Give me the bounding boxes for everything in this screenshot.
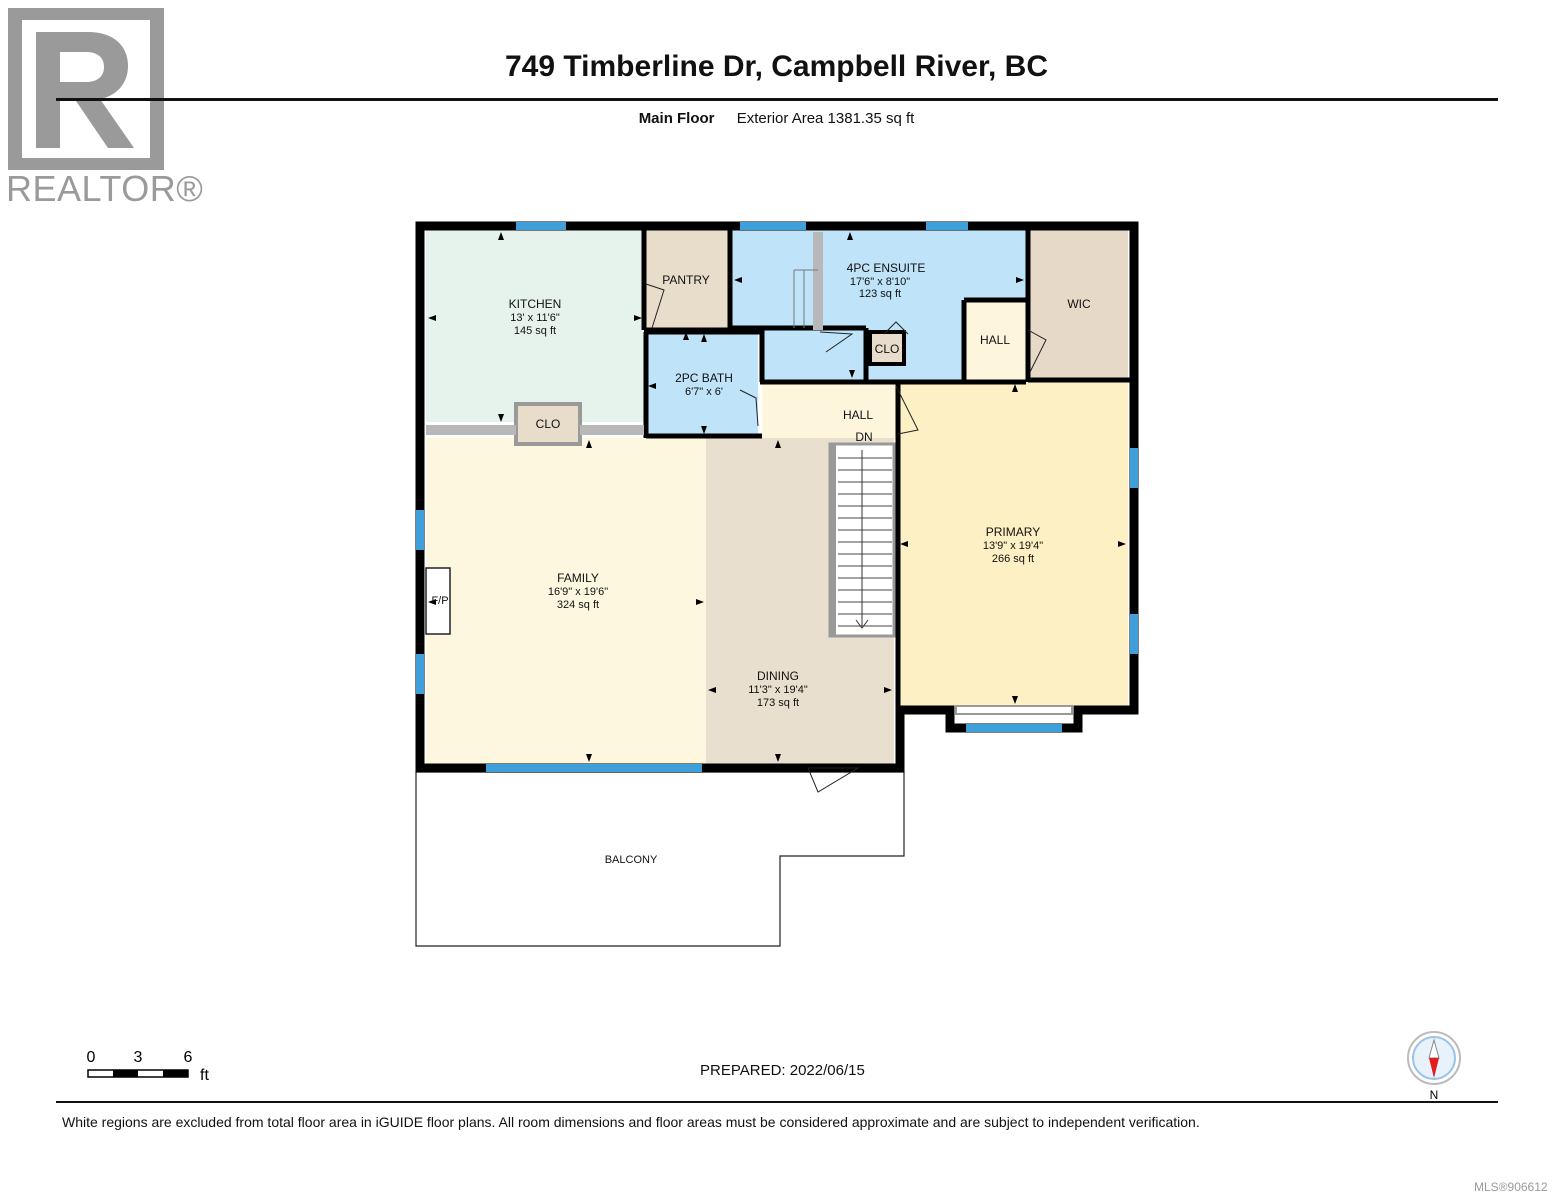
dimension-arrow (701, 426, 707, 434)
room-bath2 (648, 334, 758, 436)
balcony-label: BALCONY (605, 854, 658, 866)
kitchen-dims: 13' x 11'6" (510, 312, 560, 324)
primary-area: 266 sq ft (992, 553, 1034, 565)
closet-kitchen (514, 402, 582, 446)
dimension-arrow (428, 599, 436, 605)
dimension-arrow (734, 277, 742, 283)
fireplace-label: F/P (431, 595, 448, 607)
dimension-arrow (900, 541, 908, 547)
dimension-arrows (428, 232, 1126, 762)
family-dims: 16'9" x 19'6" (548, 586, 608, 598)
scale-unit: ft (200, 1067, 209, 1084)
room-kitchen (426, 230, 644, 422)
dimension-arrow (1118, 541, 1126, 547)
kitchen-label: KITCHEN (509, 297, 562, 311)
hall-upper-label: HALL (980, 333, 1010, 347)
balcony-area (415, 771, 905, 947)
fireplace (425, 567, 451, 635)
kitchen-area: 145 sq ft (514, 325, 556, 337)
dimension-arrow (498, 232, 504, 240)
dimension-arrow (428, 315, 436, 321)
floor-name: Main Floor (638, 110, 715, 127)
exterior-area: Exterior Area 1381.35 sq ft (736, 110, 915, 127)
closet-kitchen-label: CLO (536, 417, 561, 431)
compass-north-label: N (1430, 1088, 1439, 1102)
closet-ensuite (868, 330, 906, 366)
bath2-dims: 6'7" x 6' (685, 386, 723, 398)
dimension-arrow (634, 315, 642, 321)
page-title: 749 Timberline Dr, Campbell River, BC (505, 50, 1048, 83)
floor-plan: KITCHEN 13' x 11'6" 145 sq ft PANTRY 4PC… (415, 221, 1139, 947)
floor-subtitle: Main Floor Exterior Area 1381.35 sq ft (0, 110, 1553, 127)
dimension-arrow (701, 334, 707, 342)
dimension-arrow (1016, 277, 1024, 283)
mls-number: MLS®906612 (1474, 1180, 1548, 1194)
realtor-logo-text: REALTOR® (6, 168, 204, 209)
room-pantry (646, 230, 728, 330)
room-family (426, 438, 706, 764)
exterior-walls (415, 221, 1139, 773)
dimension-arrow (696, 599, 704, 605)
wic-label: WIC (1067, 297, 1091, 311)
interior-walls (641, 230, 1134, 706)
dimension-arrow (683, 332, 689, 340)
realtor-logo-icon (8, 8, 164, 170)
scale-tick-3: 3 (134, 1049, 143, 1066)
doors (645, 283, 1047, 793)
dimension-arrow (498, 414, 504, 422)
dining-dims: 11'3" x 19'4" (748, 684, 808, 696)
dimension-arrow (775, 440, 781, 448)
bath2-label: 2PC BATH (675, 371, 733, 385)
dimension-arrow (1012, 384, 1018, 392)
title-divider (56, 98, 1498, 101)
closet-ensuite-label: CLO (875, 342, 900, 356)
footer-divider (56, 1101, 1498, 1103)
dimension-arrow (648, 383, 656, 389)
dimension-arrow (586, 440, 592, 448)
dimension-arrow (847, 232, 853, 240)
ensuite-area: 123 sq ft (859, 288, 901, 300)
dimension-arrow (775, 754, 781, 762)
room-wic (1030, 230, 1128, 378)
dining-label: DINING (757, 669, 799, 683)
scale-tick-6: 6 (184, 1049, 193, 1066)
compass-icon: N (1407, 1031, 1461, 1102)
family-area: 324 sq ft (557, 599, 599, 611)
stairs-down-label: DN (855, 430, 872, 444)
partial-walls (426, 232, 823, 435)
scale-bar: 0 3 6 ft (87, 1049, 210, 1084)
pantry-label: PANTRY (662, 273, 710, 287)
family-label: FAMILY (557, 571, 599, 585)
dimension-arrow (1012, 696, 1018, 704)
room-primary (898, 382, 1128, 706)
ensuite-dims: 17'6" x 8'10" (850, 276, 910, 288)
hall-mid-label: HALL (843, 408, 873, 422)
disclaimer-text: White regions are excluded from total fl… (62, 1114, 1200, 1130)
primary-label: PRIMARY (986, 525, 1040, 539)
windows (416, 222, 1138, 772)
scale-tick-0: 0 (87, 1049, 96, 1066)
prepared-date: PREPARED: 2022/06/15 (700, 1062, 865, 1079)
dimension-arrow (708, 687, 716, 693)
dimension-arrow (884, 687, 892, 693)
room-hall-mid (762, 384, 896, 440)
dimension-arrow (586, 754, 592, 762)
dining-area: 173 sq ft (757, 697, 799, 709)
ensuite-label: 4PC ENSUITE (847, 261, 926, 275)
staircase (828, 442, 896, 638)
room-hall-upper (966, 302, 1026, 380)
dimension-arrow (849, 370, 855, 378)
primary-dims: 13'9" x 19'4" (983, 540, 1043, 552)
